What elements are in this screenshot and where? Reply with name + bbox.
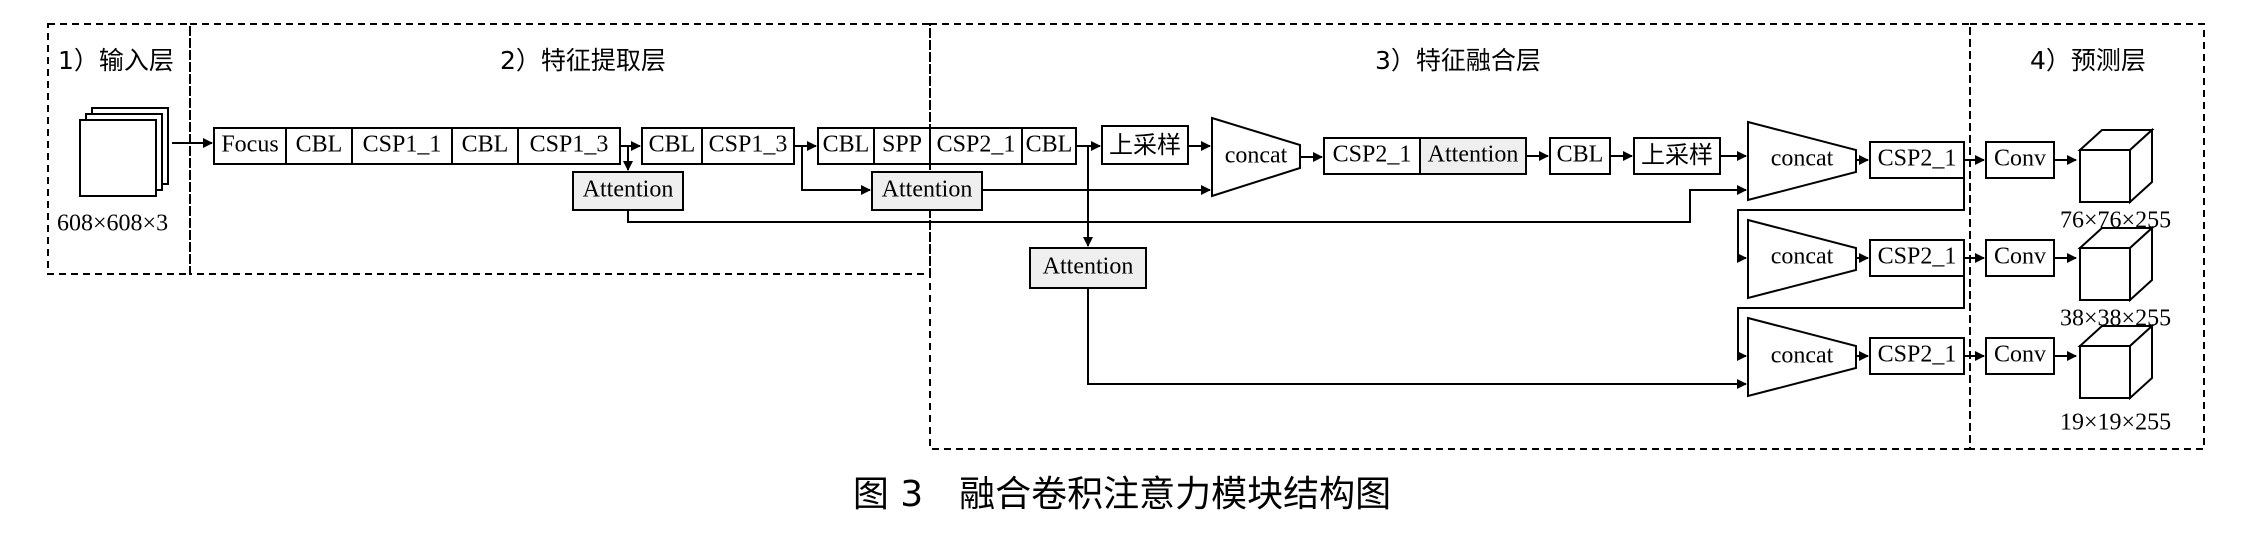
- csp2-1-block-out-2-label: CSP2_1: [1878, 244, 1957, 270]
- concat-block-2-label: concat: [1771, 146, 1834, 172]
- csp2-1-block-fuse-label: CSP2_1: [1333, 142, 1412, 168]
- concat-block-2: [1747, 120, 1857, 202]
- focus-block-label: Focus: [221, 132, 278, 158]
- prediction-frame: [1969, 23, 2205, 450]
- concat-block-4-label: concat: [1771, 343, 1834, 369]
- section-title-input: 1）输入层: [58, 46, 174, 75]
- conv-block-1-label: Conv: [1994, 146, 2046, 172]
- attention-block-4-label: Attention: [1428, 142, 1519, 168]
- concat-block-3: [1747, 218, 1857, 300]
- output-size-3: 19×19×255: [2060, 410, 2171, 436]
- output-cube-3-icon: [2077, 323, 2155, 401]
- out-1-to-concat-3: [1737, 160, 1965, 263]
- csp1-3-block-2: [701, 127, 795, 165]
- attention-block-3: [1029, 247, 1147, 289]
- cbl-block-6-label: CBL: [1557, 142, 1604, 168]
- conv-block-2-label: Conv: [1994, 244, 2046, 270]
- conv-block-2: [1985, 239, 2055, 277]
- attention-block-2: [871, 171, 983, 211]
- arrow-to-attention-2: [794, 145, 871, 195]
- cbl-block-3: [641, 127, 703, 165]
- csp2-1-block-fuse: [1323, 137, 1421, 175]
- cbl-block-4: [817, 127, 875, 165]
- attention-block-3-label: Attention: [1043, 254, 1134, 280]
- output-cube-2-icon: [2077, 225, 2155, 303]
- csp2-1-block-backbone: [929, 127, 1023, 165]
- focus-block: [213, 127, 287, 165]
- section-title-predict: 4）预测层: [2030, 46, 2146, 75]
- spp-block-label: SPP: [882, 132, 922, 158]
- attention-block-1-label: Attention: [583, 177, 674, 203]
- csp1-3-block-1-label: CSP1_3: [530, 132, 609, 158]
- upsample-block-2-label: 上采样: [1641, 141, 1713, 169]
- cbl-block-1: [285, 127, 353, 165]
- csp2-1-block-backbone-label: CSP2_1: [937, 132, 1016, 158]
- input-size-label: 608×608×3: [57, 211, 168, 237]
- cbl-block-1-label: CBL: [296, 132, 343, 158]
- cbl-block-2-label: CBL: [462, 132, 509, 158]
- figure-caption: 图 3 融合卷积注意力模块结构图: [853, 474, 1391, 515]
- csp1-1-block: [351, 127, 453, 165]
- out-2-to-concat-4: [1737, 258, 1965, 361]
- attention-1-to-concat-2: [627, 185, 1747, 223]
- csp1-3-block-2-label: CSP1_3: [709, 132, 788, 158]
- upsample-block-1-label: 上采样: [1109, 131, 1181, 159]
- output-cube-1-icon: [2077, 127, 2155, 205]
- cbl-block-2: [451, 127, 519, 165]
- attention-3-to-concat-4: [1087, 288, 1747, 389]
- cbl-block-3-label: CBL: [649, 132, 696, 158]
- cbl-block-5-label: CBL: [1026, 132, 1073, 158]
- attention-block-2-label: Attention: [882, 177, 973, 203]
- csp1-3-block-1: [517, 127, 621, 165]
- csp2-1-block-out-3-label: CSP2_1: [1878, 342, 1957, 368]
- csp2-1-block-out-2: [1869, 239, 1965, 277]
- cbl-block-6: [1549, 137, 1611, 175]
- cbl-block-4-label: CBL: [823, 132, 870, 158]
- section-title-fusion: 3）特征融合层: [1375, 46, 1541, 75]
- concat-block-1-label: concat: [1225, 143, 1288, 169]
- cbl-block-5: [1021, 127, 1077, 165]
- concat-block-1: [1211, 116, 1301, 198]
- section-title-extract: 2）特征提取层: [500, 46, 666, 75]
- conv-block-3-label: Conv: [1994, 342, 2046, 368]
- input-image-stack-icon: [79, 107, 169, 197]
- concat-block-4: [1747, 316, 1857, 398]
- csp1-1-block-label: CSP1_1: [363, 132, 442, 158]
- concat-block-3-label: concat: [1771, 244, 1834, 270]
- csp2-1-block-out-1-label: CSP2_1: [1878, 146, 1957, 172]
